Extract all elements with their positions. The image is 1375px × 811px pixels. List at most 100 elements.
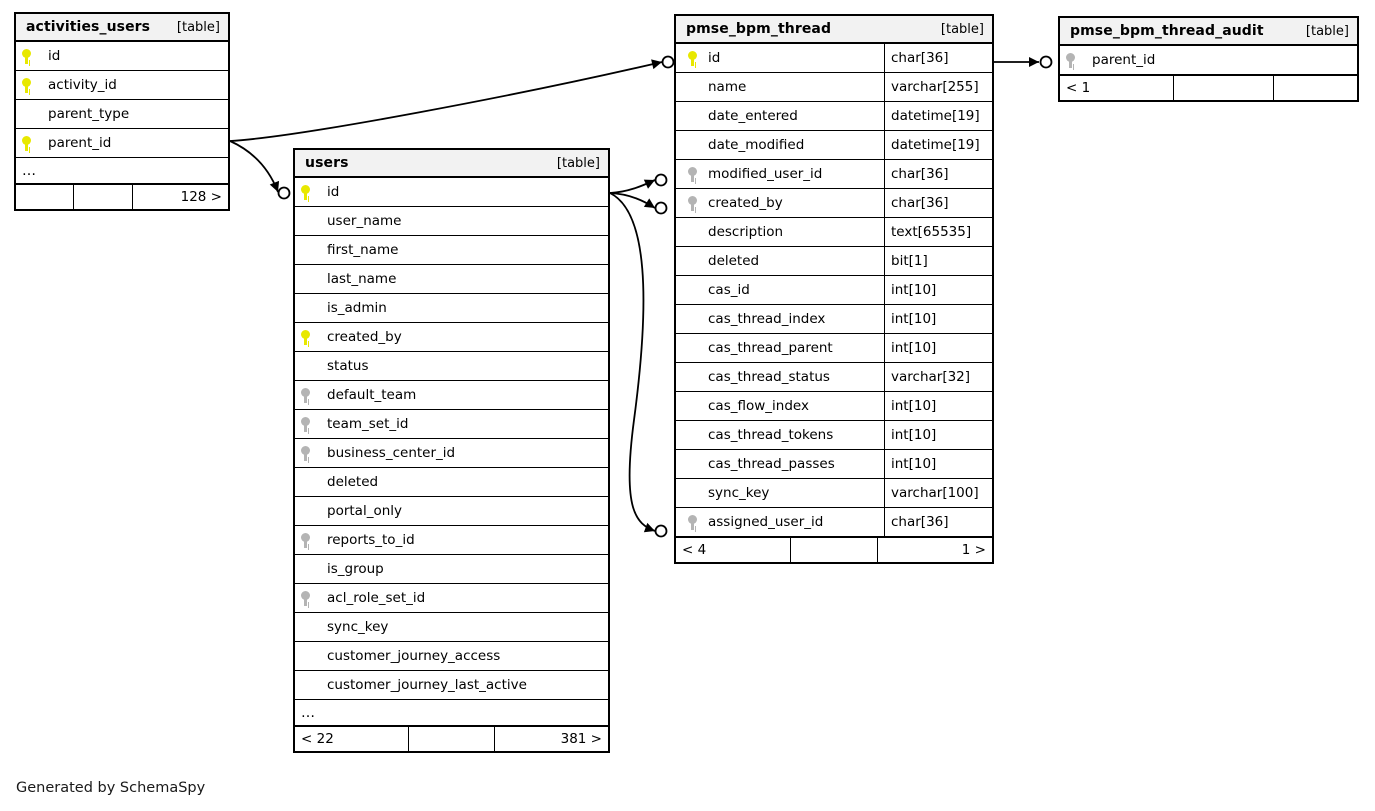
column-name: first_name xyxy=(327,242,399,258)
column-type: char[36] xyxy=(884,508,992,536)
column-name: is_group xyxy=(327,561,384,577)
foreign-key-icon xyxy=(295,410,315,438)
table-row[interactable]: date_entered datetime[19] xyxy=(676,102,992,131)
table-row[interactable]: id xyxy=(295,178,608,207)
column-name: id xyxy=(327,184,340,200)
table-row[interactable]: first_name xyxy=(295,236,608,265)
table-row[interactable]: deleted bit[1] xyxy=(676,247,992,276)
table-row[interactable]: cas_thread_status varchar[32] xyxy=(676,363,992,392)
no-key-icon xyxy=(295,613,315,641)
table-row[interactable]: is_admin xyxy=(295,294,608,323)
table-row[interactable]: parent_id xyxy=(1060,46,1357,75)
table-row[interactable]: status xyxy=(295,352,608,381)
table-row[interactable]: id xyxy=(16,42,228,71)
footer-middle xyxy=(1172,76,1274,100)
table-pmse_bpm_thread_audit[interactable]: pmse_bpm_thread_audit [table] parent_id … xyxy=(1058,16,1359,102)
table-row[interactable]: default_team xyxy=(295,381,608,410)
column-name: status xyxy=(327,358,369,374)
primary-key-icon xyxy=(295,323,315,351)
table-row[interactable]: id char[36] xyxy=(676,44,992,73)
table-pmse_bpm_thread[interactable]: pmse_bpm_thread [table] id char[36] name… xyxy=(674,14,994,564)
table-activities_users[interactable]: activities_users [table] id activity_id … xyxy=(14,12,230,211)
table-row[interactable]: created_by char[36] xyxy=(676,189,992,218)
table-row[interactable]: parent_id xyxy=(16,129,228,158)
no-key-icon xyxy=(295,497,315,525)
column-type: varchar[32] xyxy=(884,363,992,391)
table-row[interactable]: portal_only xyxy=(295,497,608,526)
table-row[interactable]: customer_journey_access xyxy=(295,642,608,671)
column-name: portal_only xyxy=(327,503,403,519)
table-header[interactable]: pmse_bpm_thread [table] xyxy=(676,16,992,44)
table-row[interactable]: activity_id xyxy=(16,71,228,100)
table-row[interactable]: cas_thread_tokens int[10] xyxy=(676,421,992,450)
column-name: cas_thread_status xyxy=(708,369,830,385)
column-type: int[10] xyxy=(884,334,992,362)
table-row[interactable]: user_name xyxy=(295,207,608,236)
column-type: int[10] xyxy=(884,421,992,449)
table-row[interactable]: last_name xyxy=(295,265,608,294)
table-row[interactable]: cas_id int[10] xyxy=(676,276,992,305)
table-row[interactable]: description text[65535] xyxy=(676,218,992,247)
cardinality-circle xyxy=(654,201,668,215)
table-row[interactable]: cas_thread_parent int[10] xyxy=(676,334,992,363)
column-name: created_by xyxy=(708,195,783,211)
more-columns-indicator: … xyxy=(295,700,608,726)
footer-parent-count: < 1 xyxy=(1066,80,1091,96)
column-type: char[36] xyxy=(884,189,992,217)
table-header[interactable]: activities_users [table] xyxy=(16,14,228,42)
footer-parent-count xyxy=(16,185,73,209)
table-row[interactable]: business_center_id xyxy=(295,439,608,468)
table-kind-label: [table] xyxy=(1305,23,1349,39)
table-row[interactable]: created_by xyxy=(295,323,608,352)
no-key-icon xyxy=(16,100,36,128)
footer-middle xyxy=(789,538,879,562)
table-footer: < 4 1 > xyxy=(676,537,992,562)
no-key-icon xyxy=(295,207,315,235)
table-row[interactable]: acl_role_set_id xyxy=(295,584,608,613)
column-type: datetime[19] xyxy=(884,131,992,159)
cardinality-circle xyxy=(1039,55,1053,69)
table-row[interactable]: cas_flow_index int[10] xyxy=(676,392,992,421)
column-name: id xyxy=(48,48,61,64)
table-row[interactable]: cas_thread_passes int[10] xyxy=(676,450,992,479)
no-key-icon xyxy=(295,236,315,264)
no-key-icon xyxy=(295,294,315,322)
table-header[interactable]: users [table] xyxy=(295,150,608,178)
primary-key-icon xyxy=(16,71,36,99)
primary-key-icon xyxy=(16,42,36,70)
column-name: deleted xyxy=(327,474,379,490)
foreign-key-icon xyxy=(295,584,315,612)
column-type: int[10] xyxy=(884,276,992,304)
generated-by-caption: Generated by SchemaSpy xyxy=(16,780,206,796)
table-row[interactable]: name varchar[255] xyxy=(676,73,992,102)
table-row[interactable]: sync_key varchar[100] xyxy=(676,479,992,508)
footer-child-count: 128 > xyxy=(180,189,222,205)
column-name: last_name xyxy=(327,271,397,287)
column-name: cas_flow_index xyxy=(708,398,809,414)
table-title: pmse_bpm_thread xyxy=(686,21,832,37)
table-row[interactable]: customer_journey_last_active xyxy=(295,671,608,700)
column-name: parent_id xyxy=(1092,52,1156,68)
table-users[interactable]: users [table] id user_name first_name la… xyxy=(293,148,610,753)
column-name: deleted xyxy=(708,253,760,269)
table-header[interactable]: pmse_bpm_thread_audit [table] xyxy=(1060,18,1357,46)
cardinality-circle xyxy=(654,524,668,538)
primary-key-icon xyxy=(682,50,702,66)
edge-users-to-assigned_user_id xyxy=(609,192,656,533)
table-row[interactable]: date_modified datetime[19] xyxy=(676,131,992,160)
table-row[interactable]: reports_to_id xyxy=(295,526,608,555)
table-row[interactable]: sync_key xyxy=(295,613,608,642)
footer-child-count: 1 > xyxy=(961,542,986,558)
column-type: varchar[255] xyxy=(884,73,992,101)
table-row[interactable]: deleted xyxy=(295,468,608,497)
table-row[interactable]: parent_type xyxy=(16,100,228,129)
column-name: date_modified xyxy=(708,137,805,153)
table-row[interactable]: team_set_id xyxy=(295,410,608,439)
table-row[interactable]: modified_user_id char[36] xyxy=(676,160,992,189)
table-row[interactable]: assigned_user_id char[36] xyxy=(676,508,992,537)
no-key-icon xyxy=(295,265,315,293)
table-row[interactable]: cas_thread_index int[10] xyxy=(676,305,992,334)
foreign-key-icon xyxy=(1060,46,1080,74)
table-row[interactable]: is_group xyxy=(295,555,608,584)
column-name: cas_thread_parent xyxy=(708,340,833,356)
